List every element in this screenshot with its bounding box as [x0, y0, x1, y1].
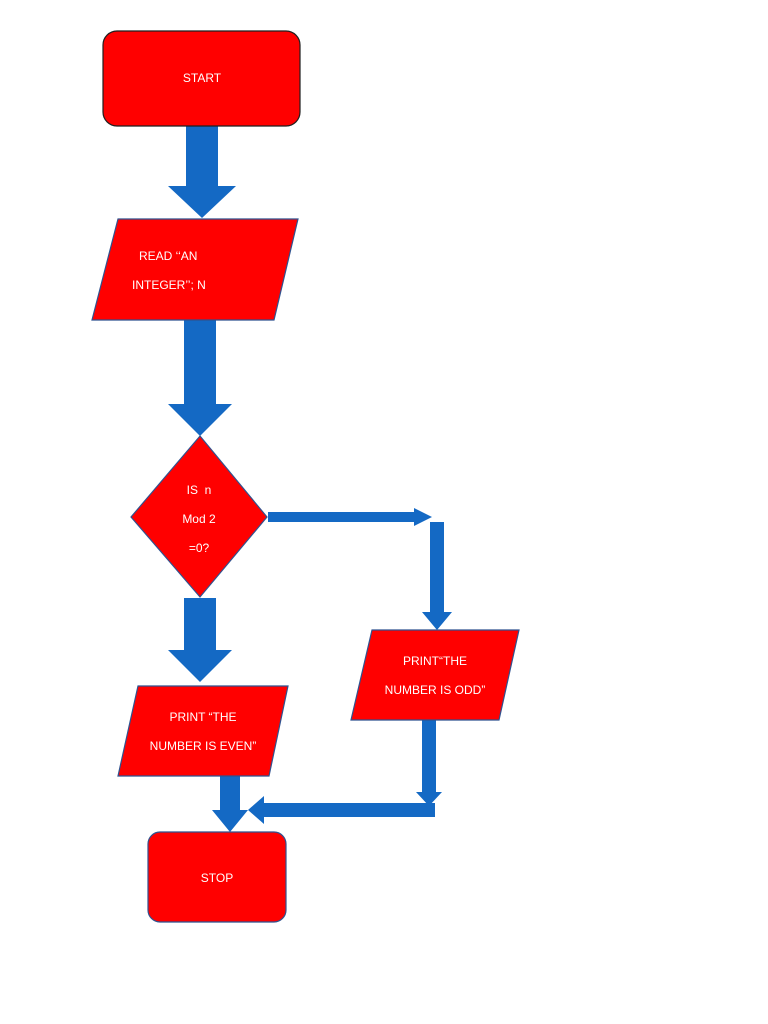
stop-terminal: STOP [147, 831, 287, 923]
arrow-even-to-stop [212, 776, 248, 832]
arrows [168, 126, 452, 832]
print-even-label-line1: PRINT “THE [169, 710, 236, 724]
print-even-shape [117, 685, 289, 777]
decision-shape [130, 435, 268, 598]
arrow-decision-to-even [168, 598, 232, 682]
stop-label: STOP [201, 871, 233, 885]
arrow-start-to-read [168, 126, 236, 218]
arrow-decision-right [268, 508, 432, 526]
print-even-node: PRINT “THE NUMBER IS EVEN” [117, 685, 289, 777]
print-odd-label-line1: PRINT“THE [403, 654, 467, 668]
decision-label-line1: IS n [187, 483, 212, 497]
read-label-line1: READ ‘‘AN [139, 249, 197, 263]
read-label-line2: INTEGER’’; N [132, 278, 206, 292]
start-shape [102, 30, 301, 127]
start-label: START [183, 71, 222, 85]
print-odd-label-line2: NUMBER IS ODD” [385, 683, 486, 697]
arrow-odd-to-stop [248, 796, 435, 824]
stop-shape [147, 831, 287, 923]
arrow-odd-down [416, 720, 442, 806]
arrow-down-to-odd [422, 522, 452, 630]
print-odd-node: PRINT“THE NUMBER IS ODD” [350, 629, 520, 721]
arrow-read-to-decision [168, 320, 232, 436]
read-input-node: READ ‘‘AN INTEGER’’; N [91, 218, 299, 321]
print-odd-shape [350, 629, 520, 721]
decision-node: IS n Mod 2 =0? [130, 435, 268, 598]
decision-label-line2: Mod 2 [182, 512, 216, 526]
read-shape [91, 218, 299, 321]
decision-label-line3: =0? [189, 541, 210, 555]
start-terminal: START [102, 30, 301, 127]
print-even-label-line2: NUMBER IS EVEN” [150, 739, 257, 753]
